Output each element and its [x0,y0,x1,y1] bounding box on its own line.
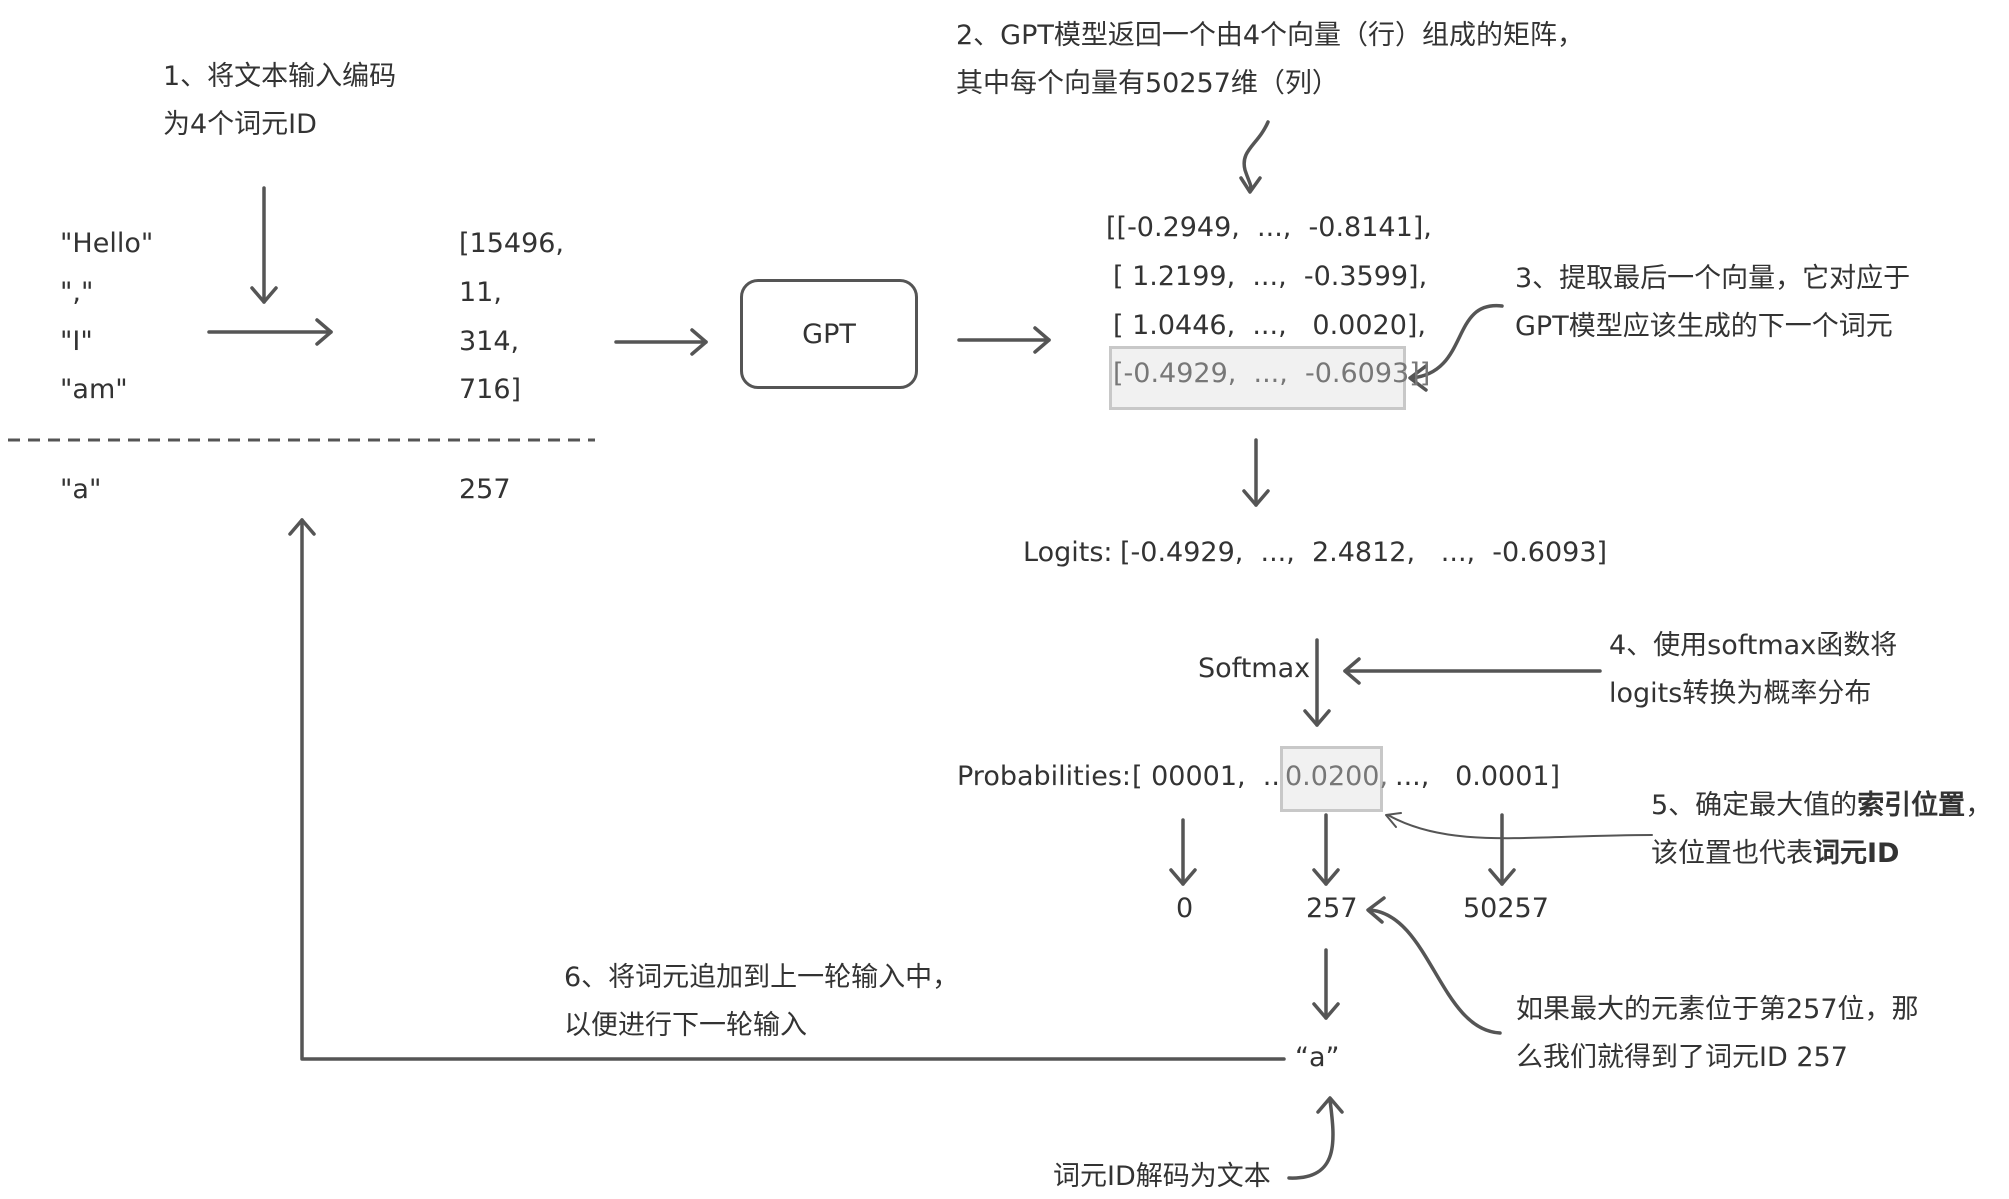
step5-line2-pre: 该位置也代表 [1651,838,1813,869]
arrow-ids-to-gpt [614,328,708,356]
step1-note: 1、将文本输入编码 为4个词元ID [163,53,396,149]
decoded-token: “a” [1295,1042,1340,1073]
step4-note: 4、使用softmax函数将 logits转换为概率分布 [1609,622,1897,718]
matrix-row-1: [ 1.2199, ..., -0.3599], [1113,261,1428,292]
new-token: "a" [60,474,102,505]
arrow-prob-to-0 [1169,818,1197,886]
arrow-feedback-to-input [288,518,1286,1061]
note-257: 如果最大的元素位于第257位，那 么我们就得到了词元ID 257 [1516,986,1919,1082]
arrow-gpt-to-matrix [957,326,1051,354]
arrow-step3-to-last-row [1408,304,1504,392]
step5-bold-index: 索引位置 [1857,790,1966,821]
step5-line2: 该位置也代表词元ID [1651,830,1992,878]
matrix-row-2: [ 1.0446, ..., 0.0020], [1113,310,1427,341]
step5-line1: 5、确定最大值的索引位置， [1651,782,1992,830]
probabilities-post: ..., 0.0001] [1395,761,1561,792]
new-id: 257 [459,474,511,505]
index-0: 0 [1176,893,1194,924]
index-257: 257 [1306,893,1358,924]
gpt-label: GPT [802,318,856,350]
step4-line1: 4、使用softmax函数将 [1609,630,1898,661]
id-1: 11, [459,277,502,308]
step3-line2: GPT模型应该生成的下一个词元 [1515,311,1893,342]
arrow-softmax-down [1303,638,1331,727]
step1-line1: 1、将文本输入编码 [163,61,397,92]
arrow-step4-to-softmax [1343,657,1602,685]
arrow-prob-to-257 [1312,813,1340,886]
arrow-matrix-to-logits [1242,438,1270,507]
step3-line1: 3、提取最后一个向量，它对应于 [1515,263,1911,294]
note257-line2: 么我们就得到了词元ID 257 [1516,1042,1848,1073]
arrow-step5-to-max [1385,812,1653,840]
matrix-last-row: [-0.4929, ..., -0.6093]] [1113,358,1431,389]
id-3: 716] [459,374,522,405]
index-50257: 50257 [1463,893,1549,924]
max-prob-highlight [1280,746,1383,812]
note257-line1: 如果最大的元素位于第257位，那 [1516,994,1919,1025]
step5-bold-token-id: 词元ID [1813,838,1900,869]
gpt-model-box: GPT [740,279,918,389]
step2-note: 2、GPT模型返回一个由4个向量（行）组成的矩阵， 其中每个向量有50257维（… [956,12,1584,108]
arrow-step2-to-matrix [1239,120,1270,194]
token-0: "Hello" [60,228,154,259]
logits-label: Logits: [1023,537,1113,568]
step1-line2: 为4个词元ID [163,109,317,140]
logits-values: [-0.4929, ..., 2.4812, ..., -0.6093] [1120,537,1608,568]
token-3: "am" [60,374,128,405]
decode-label: 词元ID解码为文本 [1053,1161,1271,1192]
step6-note: 6、将词元追加到上一轮输入中， 以便进行下一轮输入 [564,954,959,1050]
step6-line2: 以便进行下一轮输入 [564,1010,807,1041]
softmax-label: Softmax [1198,653,1311,684]
token-1: "," [60,277,94,308]
step2-line1: 2、GPT模型返回一个由4个向量（行）组成的矩阵， [956,20,1585,51]
step5-pre: 5、确定最大值的 [1651,790,1858,821]
id-0: [15496, [459,228,565,259]
arrow-prob-to-50257 [1488,813,1516,886]
matrix-row-0: [[-0.2949, ..., -0.8141], [1106,212,1432,243]
id-2: 314, [459,326,520,357]
step3-note: 3、提取最后一个向量，它对应于 GPT模型应该生成的下一个词元 [1515,255,1910,351]
step5-mid: ， [1965,790,1993,821]
arrow-tokens-to-ids [207,318,333,346]
step6-line1: 6、将词元追加到上一轮输入中， [564,962,960,993]
probabilities-label: Probabilities: [957,761,1132,792]
step4-line2: logits转换为概率分布 [1609,678,1872,709]
token-2: "I" [60,326,93,357]
arrow-step1-down [250,186,278,304]
max-prob-value: 0.0200, [1285,761,1389,792]
arrow-note257-to-257 [1366,896,1502,1035]
arrow-257-to-token [1312,948,1340,1020]
step2-line2: 其中每个向量有50257维（列） [956,68,1339,99]
probabilities-pre: [ 00001, ..., [1132,761,1298,792]
step5-note: 5、确定最大值的索引位置， 该位置也代表词元ID [1651,782,1992,878]
last-row-highlight [1109,346,1406,410]
arrow-decode-to-token [1287,1096,1344,1180]
